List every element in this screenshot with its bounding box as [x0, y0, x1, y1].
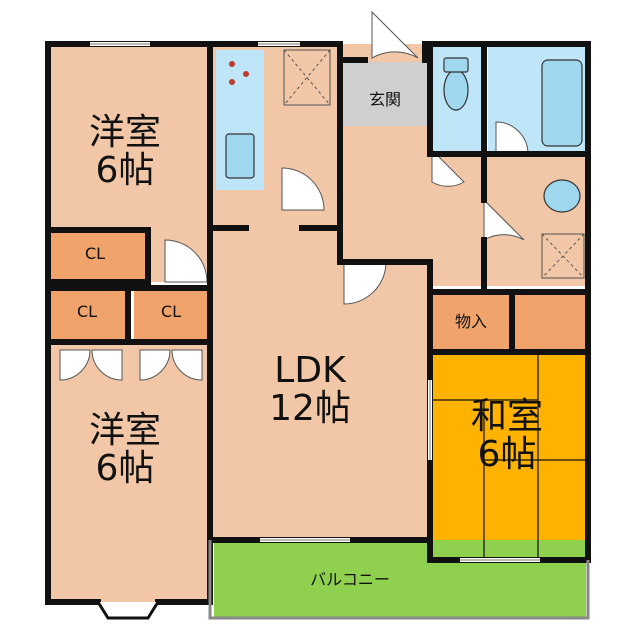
toilet-bowl [443, 69, 469, 111]
western-room-bottom-floor [48, 342, 210, 602]
western-room-bottom-label: 洋室 6帖 [70, 412, 180, 488]
western-room-bottom-name: 洋室 [88, 410, 161, 451]
closet-top-floor [48, 230, 148, 282]
storage-right-floor [512, 292, 588, 352]
western-room-bottom-size: 6帖 [95, 447, 155, 489]
tatami-lines [430, 352, 588, 560]
western-room-top-label: 洋室 6帖 [70, 114, 180, 190]
ldk-name: LDK [274, 350, 346, 391]
washer-x-2 [541, 233, 585, 279]
japanese-room-label: 和室 6帖 [452, 398, 562, 474]
toilet-tank [443, 57, 469, 73]
stove-burner-3 [229, 79, 235, 85]
closet-label-2: CL [76, 302, 98, 321]
fridge-space [283, 49, 331, 106]
bathtub [541, 59, 583, 147]
western-room-top-floor [48, 44, 210, 230]
balcony-rail [208, 540, 590, 620]
closet-label-1: CL [84, 244, 106, 263]
washbasin [543, 179, 581, 213]
stove-burner-1 [229, 61, 235, 67]
storage-label: 物入 [454, 312, 487, 331]
western-room-top-name: 洋室 [88, 112, 161, 153]
closet-label-3: CL [160, 302, 182, 321]
japanese-room-floor [430, 352, 588, 560]
closet-bottom-right-floor [134, 288, 210, 342]
japanese-room-name: 和室 [470, 396, 543, 437]
western-room-top-size: 6帖 [95, 149, 155, 191]
ldk-size: 12帖 [269, 387, 351, 429]
balcony-floor [214, 540, 586, 618]
bay-window [96, 601, 160, 620]
walls [45, 41, 591, 605]
storage-left-floor [430, 292, 512, 352]
closet-bottom-left-floor [48, 288, 128, 342]
japanese-room-size: 6帖 [477, 433, 537, 475]
door-swings [59, 10, 529, 381]
balcony-label: バルコニー [310, 570, 390, 589]
entrance-floor [340, 62, 430, 126]
ldk-label: LDK 12帖 [240, 352, 380, 428]
entrance-label: 玄関 [368, 90, 401, 109]
window-marks [90, 42, 540, 562]
kitchen-sink [225, 133, 255, 179]
washer-space [541, 233, 585, 279]
stove-burner-2 [243, 71, 249, 77]
